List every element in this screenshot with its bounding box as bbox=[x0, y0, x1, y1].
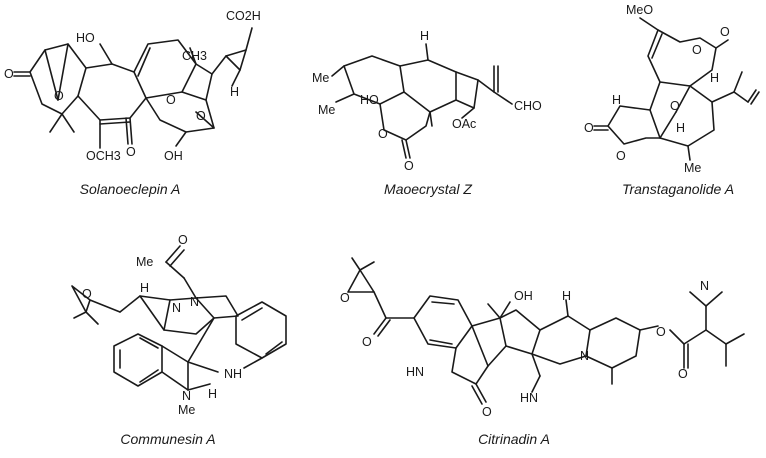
label-me-1: Me bbox=[312, 71, 329, 85]
label-ether-o: O bbox=[54, 89, 64, 103]
label-cage-o: O bbox=[196, 109, 206, 123]
label-epoxide-o: O bbox=[340, 291, 350, 305]
label-hn: HN bbox=[520, 391, 538, 405]
label-h: H bbox=[420, 29, 429, 43]
label-h-1: H bbox=[710, 71, 719, 85]
label-ester-o: O bbox=[656, 325, 666, 339]
label-acetyl-o: O bbox=[178, 233, 188, 247]
label-h-2: H bbox=[208, 387, 217, 401]
caption-maoecrystal-z: Maoecrystal Z bbox=[384, 181, 472, 197]
label-ho: HO bbox=[76, 31, 95, 45]
label-acetyl-me: Me bbox=[136, 255, 153, 269]
label-ketone-o: O bbox=[362, 335, 372, 349]
label-bridge-o: O bbox=[670, 99, 680, 113]
label-h: H bbox=[230, 85, 239, 99]
caption-solanoeclepin-a: Solanoeclepin A bbox=[79, 181, 181, 197]
label-n-me: Me bbox=[178, 403, 195, 417]
label-nh: NH bbox=[224, 367, 242, 381]
label-ring-o: O bbox=[616, 149, 626, 163]
label-hn-indole: HN bbox=[406, 365, 424, 379]
label-och3: OCH3 bbox=[86, 149, 121, 163]
label-lactone-o: O bbox=[378, 127, 388, 141]
label-ester-carbonyl-o: O bbox=[678, 367, 688, 381]
caption-transtaganolide-a: Transtaganolide A bbox=[621, 181, 735, 197]
label-epoxide-o: O bbox=[82, 287, 92, 301]
label-meo: MeO bbox=[626, 3, 653, 17]
label-h-2: H bbox=[612, 93, 621, 107]
label-n-1: N bbox=[190, 295, 199, 309]
label-ketone-o: O bbox=[4, 67, 14, 81]
label-carbonyl-o: O bbox=[584, 121, 594, 135]
label-ch3: CH3 bbox=[182, 49, 207, 63]
caption-citrinadin-a: Citrinadin A bbox=[478, 431, 550, 447]
label-co2h: CO2H bbox=[226, 9, 261, 23]
label-oac: OAc bbox=[452, 117, 476, 131]
label-oh: OH bbox=[514, 289, 533, 303]
label-me-2: Me bbox=[318, 103, 335, 117]
label-lactone-o: O bbox=[692, 43, 702, 57]
label-ring-n: N bbox=[580, 349, 589, 363]
label-lactone-carbonyl-o: O bbox=[720, 25, 730, 39]
caption-communesin-a: Communesin A bbox=[120, 431, 216, 447]
label-h: H bbox=[562, 289, 571, 303]
label-nme2-n: N bbox=[700, 279, 709, 293]
label-n-2: N bbox=[172, 301, 181, 315]
label-oh: OH bbox=[164, 149, 183, 163]
label-bridge-o: O bbox=[166, 93, 176, 107]
label-me: Me bbox=[684, 161, 701, 175]
label-h-1: H bbox=[140, 281, 149, 295]
label-enone-o: O bbox=[126, 145, 136, 159]
label-n-3: N bbox=[182, 389, 191, 403]
label-h-3: H bbox=[676, 121, 685, 135]
label-carbonyl-o: O bbox=[404, 159, 414, 173]
label-cho: CHO bbox=[514, 99, 542, 113]
label-lactam-o: O bbox=[482, 405, 492, 419]
label-ho: HO bbox=[360, 93, 379, 107]
